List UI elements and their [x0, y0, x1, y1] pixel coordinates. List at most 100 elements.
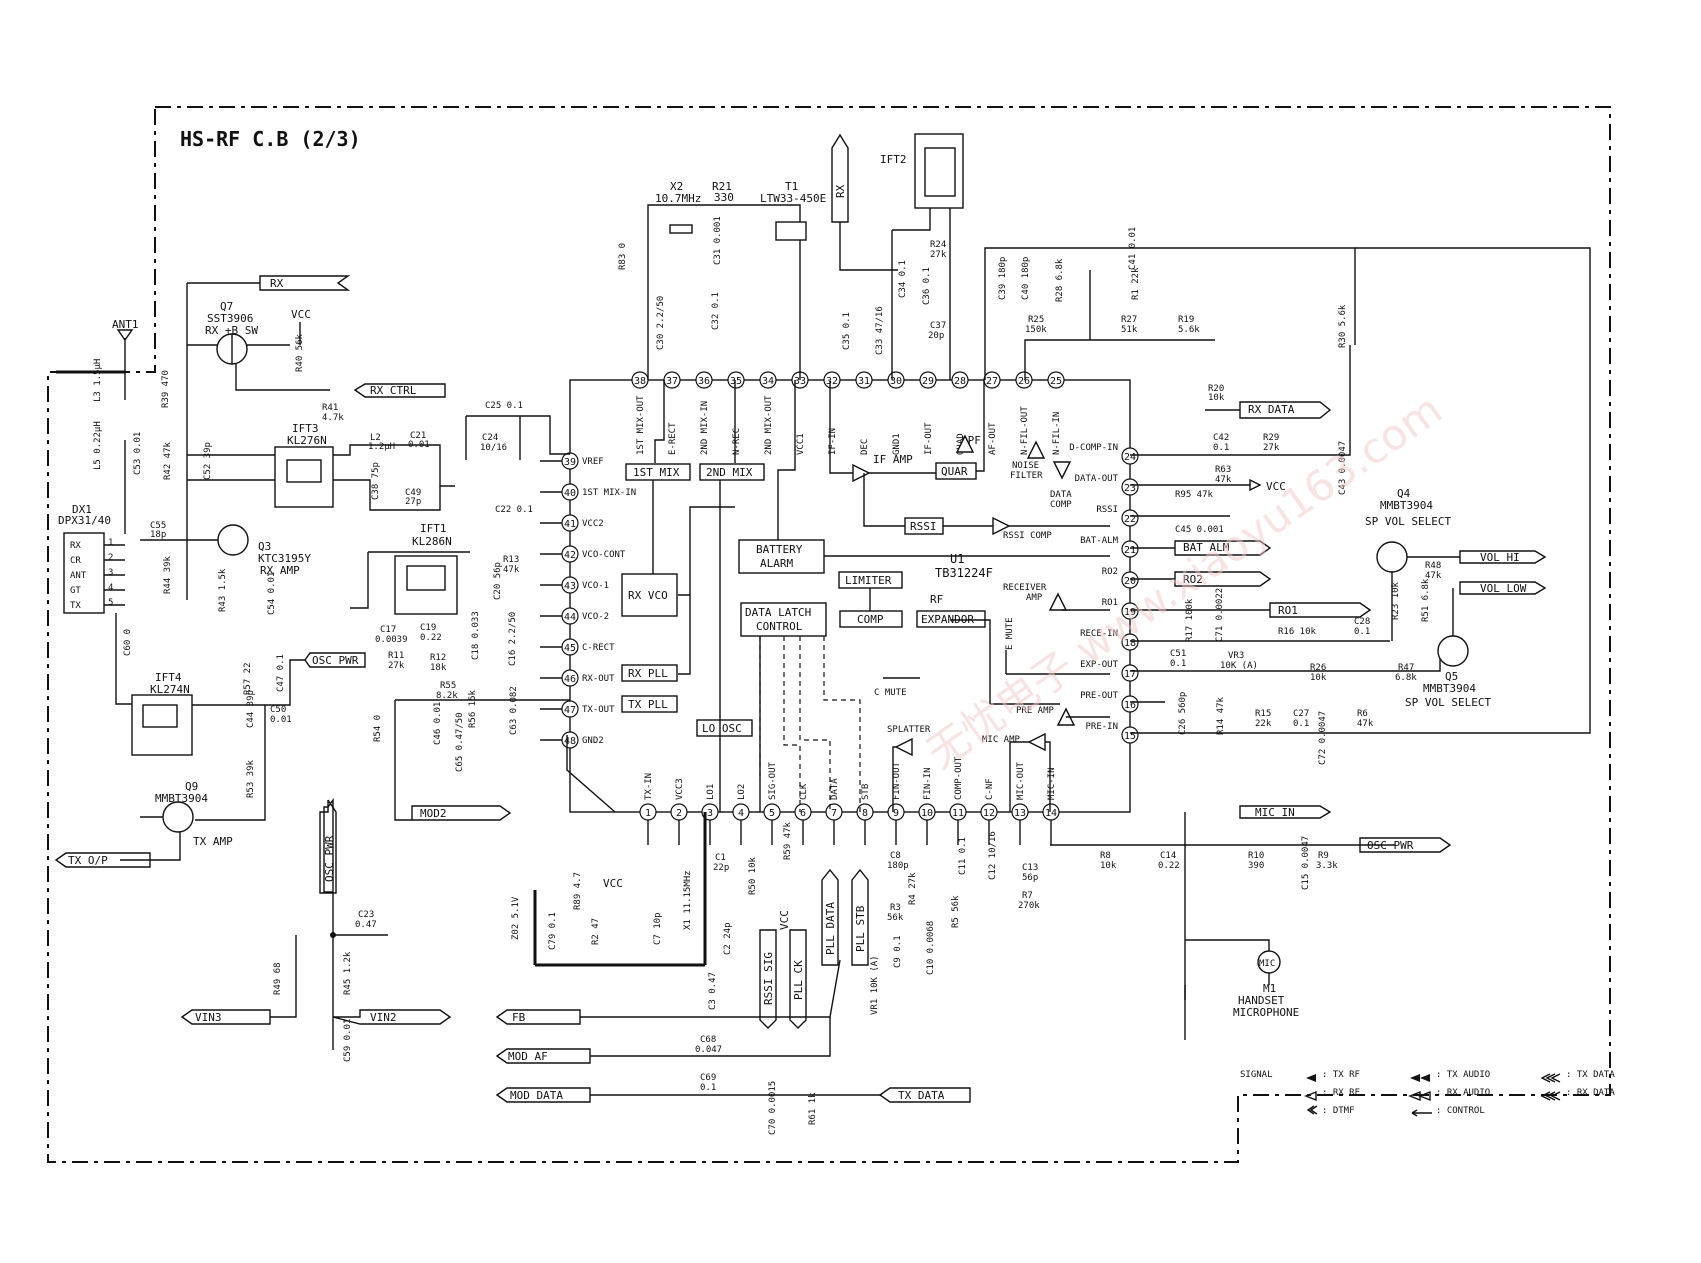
transformer-t1: T1 LTW33-450E	[760, 180, 826, 241]
signal-osc-pwr: OSC PWR	[312, 654, 359, 667]
c68-value: 0.047	[695, 1045, 722, 1055]
pin-number: 42	[564, 550, 576, 561]
transistor-q7: Q7 SST3906 RX +B SW	[187, 300, 290, 365]
block-tx-pll: TX PLL	[621, 695, 678, 713]
r12-value: 18k	[430, 663, 447, 673]
svg-text:: RX AUDIO: : RX AUDIO	[1436, 1088, 1490, 1098]
c20-label: C20 56p	[493, 562, 503, 600]
signal-tx-data: TX DATA	[898, 1089, 945, 1102]
c36-label: C36 0.1	[922, 267, 932, 305]
pin-15	[1121, 726, 1139, 744]
pin-number: 22	[1124, 514, 1136, 525]
pin-name: N-REC	[732, 428, 742, 455]
r2-label: R2 47	[591, 918, 601, 945]
r24-label: R24	[930, 240, 946, 250]
r27-label: R27	[1121, 315, 1137, 325]
data-comp-label-2: COMP	[1050, 500, 1072, 510]
pin-name: CLK	[799, 783, 809, 800]
r15-label: R15	[1255, 709, 1271, 719]
pin-31	[855, 371, 873, 389]
svg-text:IFT2: IFT2	[880, 153, 907, 166]
pin-name: TX-IN	[644, 773, 654, 800]
r11-value: 27k	[388, 661, 405, 671]
block-expandor: EXPANDOR RF	[916, 593, 986, 628]
dx1-pin-label: GT	[70, 586, 81, 596]
r20-value: 10k	[1208, 393, 1225, 403]
c79-label: C79 0.1	[548, 912, 558, 950]
pin-number: 3	[707, 808, 713, 819]
pin-17	[1121, 664, 1139, 682]
c13-value: 56p	[1022, 873, 1038, 883]
c25-label: C25 0.1	[485, 401, 523, 411]
svg-text:HANDSET: HANDSET	[1238, 994, 1285, 1007]
pin-number: 27	[986, 376, 998, 387]
dx1-pin-label: CR	[70, 556, 81, 566]
svg-text:ALARM: ALARM	[760, 557, 793, 570]
signal-vol-low: VOL LOW	[1480, 582, 1527, 595]
c41-label: C41 0.01	[1128, 227, 1138, 270]
r95-label: R95 47k	[1175, 490, 1214, 500]
r9-label: R9	[1318, 851, 1329, 861]
signal-vin3: VIN3	[195, 1011, 222, 1024]
signal-vol-hi: VOL HI	[1480, 551, 1520, 564]
svg-text:ANT1: ANT1	[112, 318, 139, 331]
mic-amp-label: MIC AMP	[982, 735, 1021, 745]
svg-text:: TX DATA: : TX DATA	[1566, 1070, 1615, 1080]
noise-filter-label-2: FILTER	[1010, 471, 1043, 481]
block-rx-pll: RX PLL	[621, 664, 678, 682]
c50-label: C50	[270, 705, 286, 715]
dx1-pin-label: RX	[70, 541, 81, 551]
pin-name: N-FIL-IN	[1052, 412, 1062, 455]
pin-name: STB	[861, 784, 871, 800]
pin-name: FIN-OUT	[892, 761, 902, 800]
pin-name: LO1	[706, 784, 716, 800]
block-comp: COMP	[839, 610, 903, 628]
pin-23	[1121, 478, 1139, 496]
pin-number: 18	[1124, 638, 1136, 649]
splatter-triangle	[894, 737, 913, 757]
svg-text:RF: RF	[930, 593, 943, 606]
r19-label: R19	[1178, 315, 1194, 325]
pin-36	[695, 371, 713, 389]
r10-label: R10	[1248, 851, 1264, 861]
c28-label: C28	[1354, 617, 1370, 627]
c60-label: C60 0	[123, 629, 133, 656]
svg-text:IFT1: IFT1	[420, 522, 447, 535]
r59-label: R59 47k	[783, 821, 793, 860]
c12-label: C12 10/16	[988, 831, 998, 880]
pin-name: RX-OUT	[582, 674, 615, 684]
c42-label: C42	[1213, 433, 1229, 443]
svg-text:: RX DATA: : RX DATA	[1566, 1088, 1615, 1098]
c55-value: 18p	[150, 530, 166, 540]
transformer-ift1: IFT1 KL286N	[394, 522, 458, 615]
dx1-pin-number: 3	[108, 568, 113, 578]
pin-name: MIC-IN	[1047, 767, 1057, 800]
pin-number: 38	[634, 376, 646, 387]
c23-label: C23	[358, 910, 374, 920]
pin-32	[823, 371, 841, 389]
c53-label: C53 0.01	[133, 432, 143, 475]
pin-name: VCC3	[675, 778, 685, 800]
r6-value: 47k	[1357, 719, 1374, 729]
pin-18	[1121, 633, 1139, 651]
c69-value: 0.1	[700, 1083, 716, 1093]
pin-name: DEC	[860, 439, 870, 455]
pin-name: IF-OUT	[924, 422, 934, 455]
svg-text:LO OSC: LO OSC	[702, 722, 742, 735]
pin-name: RECE-IN	[1080, 629, 1118, 639]
r12-label: R12	[430, 653, 446, 663]
vr3-label: VR3	[1228, 651, 1244, 661]
transistor-q9: Q9 MMBT3904 TX AMP	[155, 780, 233, 848]
c1-label: C1	[715, 853, 726, 863]
r26-label: R26	[1310, 663, 1326, 673]
pin-name: GND2	[582, 736, 604, 746]
pin-name: D-COMP-IN	[1069, 443, 1118, 453]
signal-rx-data: RX DATA	[1248, 403, 1295, 416]
l3-label: L3 1.5µH	[93, 359, 103, 402]
c14-label: C14	[1160, 851, 1176, 861]
pin-number: 33	[794, 376, 806, 387]
c8-value: 180p	[887, 861, 909, 871]
r24-value: 27k	[930, 250, 947, 260]
pin-number: 25	[1050, 376, 1062, 387]
pin-35	[727, 371, 745, 389]
